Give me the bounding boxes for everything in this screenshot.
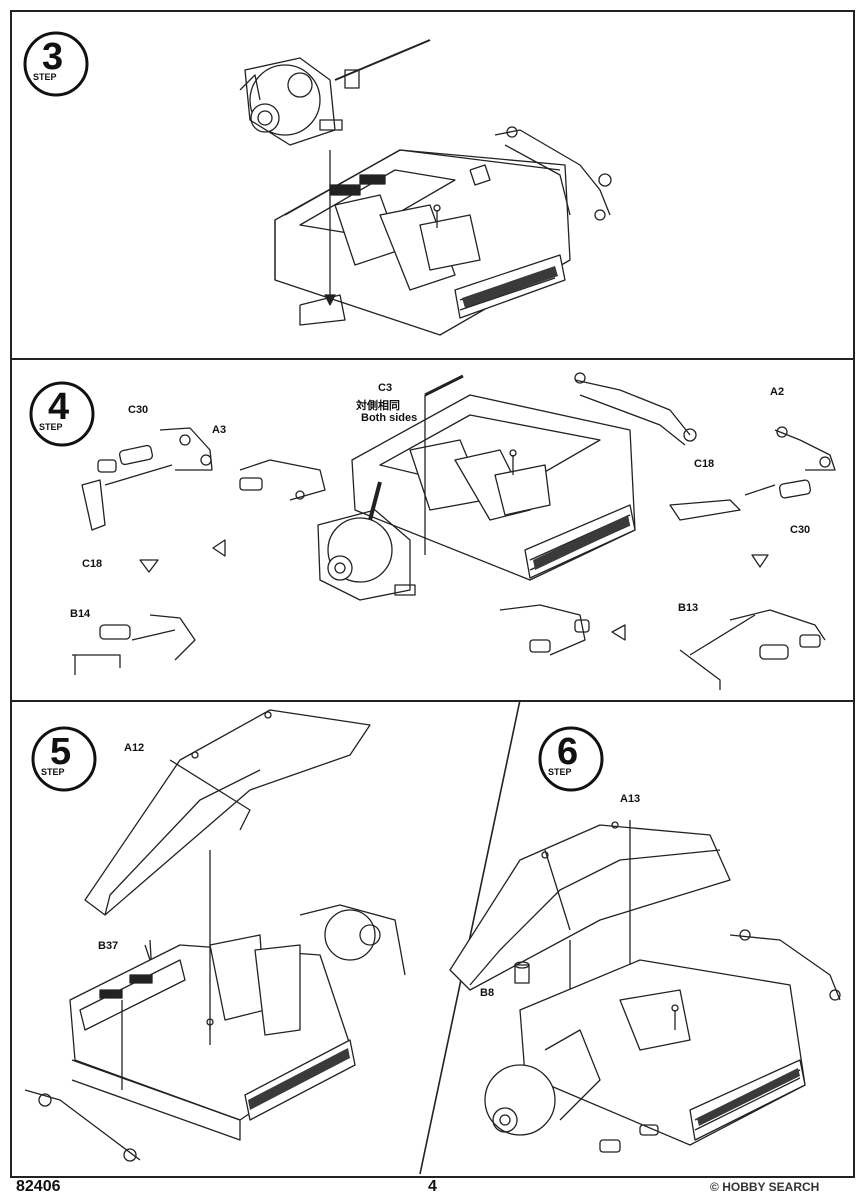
- step4-center-arm: [239, 459, 626, 656]
- part-label-a13: A13: [620, 793, 641, 805]
- step3-engine-drawing: [239, 39, 431, 146]
- step6-word: STEP: [547, 767, 573, 777]
- part-label-c3: C3: [378, 382, 393, 394]
- part-label-b14: B14: [70, 608, 91, 620]
- step3-chassis-drawing: [274, 126, 612, 336]
- step5-6-divider: [419, 699, 521, 1175]
- step6-number: 6: [557, 731, 579, 773]
- part-label-a12: A12: [124, 742, 145, 754]
- step5-number: 5: [50, 731, 72, 773]
- step3-number: 3: [42, 36, 64, 78]
- part-label-b13: B13: [678, 602, 699, 614]
- part-label-c30-right: C30: [790, 524, 811, 536]
- watermark: © HOBBY SEARCH: [710, 1180, 819, 1194]
- part-label-c30-left: C30: [128, 404, 149, 416]
- both-sides-label-en: Both sides: [361, 412, 418, 424]
- product-code: 82406: [16, 1178, 61, 1195]
- step4-chassis-drawing: [351, 372, 697, 581]
- copyright-icon: ©: [710, 1180, 719, 1194]
- page-number: 4: [428, 1178, 437, 1195]
- step6-badge: 6 STEP: [537, 725, 605, 793]
- step4-engine-drawing: [317, 481, 416, 601]
- part-label-c18-right: C18: [694, 458, 715, 470]
- step4-badge: 4 STEP: [28, 380, 96, 448]
- part-label-b8: B8: [480, 987, 495, 999]
- step5-badge: 5 STEP: [30, 725, 98, 793]
- part-label-a3: A3: [212, 424, 227, 436]
- part-label-c18-left: C18: [82, 558, 103, 570]
- step3-badge: 3 STEP: [22, 30, 90, 98]
- step5-rollcage-drawing: [84, 709, 371, 1031]
- step4-right-suspension: [669, 426, 836, 690]
- step4-left-suspension: [72, 427, 226, 675]
- step3-word: STEP: [32, 72, 58, 82]
- grille-fills: [248, 266, 800, 1126]
- step4-number: 4: [48, 386, 70, 428]
- part-label-b37: B37: [98, 940, 119, 952]
- part-label-a2: A2: [770, 386, 785, 398]
- step6-chassis-drawing: [484, 929, 841, 1153]
- watermark-text: HOBBY SEARCH: [722, 1180, 820, 1194]
- step5-word: STEP: [40, 767, 66, 777]
- both-sides-label-cn: 対側相同: [356, 400, 400, 412]
- step6-rollcage-drawing: [449, 820, 731, 1050]
- step4-word: STEP: [38, 422, 64, 432]
- step5-chassis-drawing: [24, 850, 406, 1162]
